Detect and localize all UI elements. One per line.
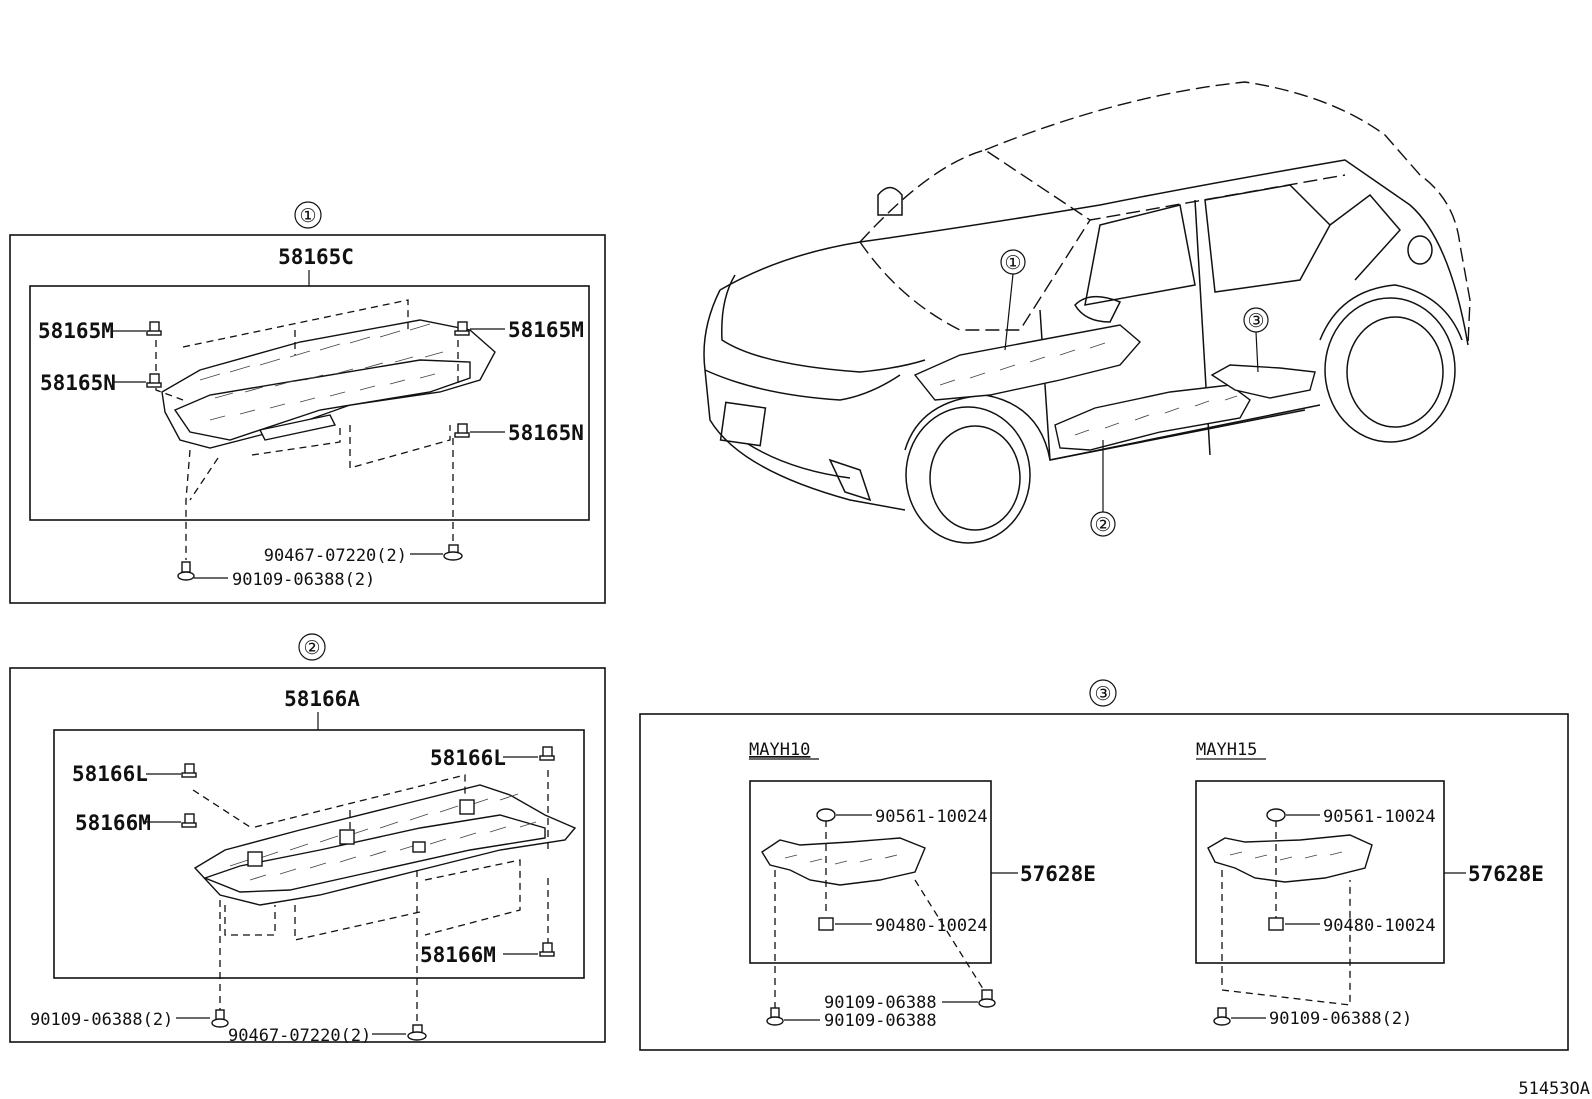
model-mayh10-label: MAYH10	[749, 740, 810, 760]
clip-58166l-left[interactable]	[181, 763, 197, 778]
vehicle-under-cover-2	[1054, 384, 1251, 451]
bolt-90109-06388-left-a-label[interactable]: 90109-06388	[824, 993, 937, 1013]
callout-2-label: ②	[303, 637, 320, 659]
vehicle-overview: ① ② ③	[703, 81, 1471, 544]
part-58165c-label[interactable]: 58165C	[278, 245, 354, 269]
grommet-90561-10024-left-label[interactable]: 90561-10024	[875, 807, 988, 827]
bolt-90109-06388-s2[interactable]	[211, 1009, 229, 1028]
section-3: ③ MAYH10 90561-10024 90480-10024 57628E …	[639, 679, 1569, 1051]
vehicle-callout-3-label: ③	[1247, 310, 1264, 332]
model-mayh15-label: MAYH15	[1196, 740, 1257, 760]
fastener-90467-07220-s2[interactable]	[407, 1024, 427, 1041]
nut-90480-10024-left[interactable]	[818, 917, 834, 931]
under-cover-panel-2[interactable]	[193, 784, 577, 906]
under-cover-panel-1[interactable]	[161, 319, 496, 449]
callout-1-label: ①	[299, 205, 316, 227]
clip-58165m-right[interactable]	[454, 321, 470, 336]
clip-58165n-left[interactable]	[146, 373, 162, 388]
splash-shield-mayh10[interactable]	[761, 837, 926, 886]
clip-58165m-left[interactable]	[146, 321, 162, 336]
clip-58165m-right-label[interactable]: 58165M	[508, 318, 584, 342]
section-1: ① 58165C 58165M 58165	[9, 201, 606, 604]
mayh15-frame	[1195, 780, 1445, 964]
bolt-90109-06388-left-b-label[interactable]: 90109-06388	[824, 1011, 937, 1031]
fastener-90467-07220-s1-label[interactable]: 90467-07220(2)	[264, 546, 407, 566]
mayh10-frame	[749, 780, 992, 964]
clip-58166m-right[interactable]	[539, 942, 555, 957]
bolt-90109-06388-s1[interactable]	[177, 561, 195, 581]
clip-58166l-right-label[interactable]: 58166L	[430, 746, 506, 770]
nut-90480-10024-right[interactable]	[1268, 917, 1284, 931]
bolt-90109-06388-s1-label[interactable]: 90109-06388(2)	[232, 570, 375, 590]
vehicle-callout-2-label: ②	[1094, 514, 1111, 536]
splash-shield-mayh15[interactable]	[1207, 834, 1373, 883]
part-58166a-label[interactable]: 58166A	[284, 687, 360, 711]
section-2-inner-frame	[53, 729, 585, 979]
nut-90480-10024-right-label[interactable]: 90480-10024	[1323, 916, 1436, 936]
part-57628e-left-label[interactable]: 57628E	[1020, 862, 1096, 886]
section-2: ② 58166A 58166L 5	[9, 633, 606, 1046]
clip-58166m-left-label[interactable]: 58166M	[75, 811, 151, 835]
vehicle-callout-1-label: ①	[1004, 252, 1021, 274]
callout-circle-3	[1089, 679, 1117, 707]
callout-circle-1	[294, 201, 322, 229]
clip-58166l-right[interactable]	[539, 746, 555, 761]
clip-58166m-right-label[interactable]: 58166M	[420, 943, 496, 967]
grommet-90561-10024-left[interactable]	[816, 808, 836, 822]
bolt-90109-06388-left-a[interactable]	[978, 989, 996, 1008]
grommet-90561-10024-right[interactable]	[1266, 808, 1286, 822]
clip-58166l-left-label[interactable]: 58166L	[72, 762, 148, 786]
bolt-90109-06388-right[interactable]	[1213, 1007, 1231, 1026]
grommet-90561-10024-right-label[interactable]: 90561-10024	[1323, 807, 1436, 827]
clip-58165m-left-label[interactable]: 58165M	[38, 319, 114, 343]
clip-58165n-right[interactable]	[454, 423, 470, 438]
clip-58166m-left[interactable]	[181, 813, 197, 828]
nut-90480-10024-left-label[interactable]: 90480-10024	[875, 916, 988, 936]
callout-3-label: ③	[1094, 683, 1111, 705]
fastener-90467-07220-s2-label[interactable]: 90467-07220(2)	[228, 1026, 371, 1046]
clip-58165n-right-label[interactable]: 58165N	[508, 421, 584, 445]
section-2-frame	[9, 667, 606, 1043]
section-3-frame	[639, 713, 1569, 1051]
bolt-90109-06388-right-label[interactable]: 90109-06388(2)	[1269, 1009, 1412, 1029]
bolt-90109-06388-left-b[interactable]	[766, 1007, 784, 1026]
clip-58165n-left-label[interactable]: 58165N	[40, 371, 116, 395]
bolt-90109-06388-s2-label[interactable]: 90109-06388(2)	[30, 1010, 173, 1030]
vehicle-under-cover-1	[913, 324, 1141, 401]
fastener-90467-07220-s1[interactable]	[443, 544, 463, 561]
vehicle-splash-shield-3	[1210, 364, 1316, 399]
section-1-frame	[9, 234, 606, 604]
diagram-code: 51453OA	[1518, 1079, 1590, 1099]
callout-circle-2	[298, 633, 326, 661]
part-57628e-right-label[interactable]: 57628E	[1468, 862, 1544, 886]
